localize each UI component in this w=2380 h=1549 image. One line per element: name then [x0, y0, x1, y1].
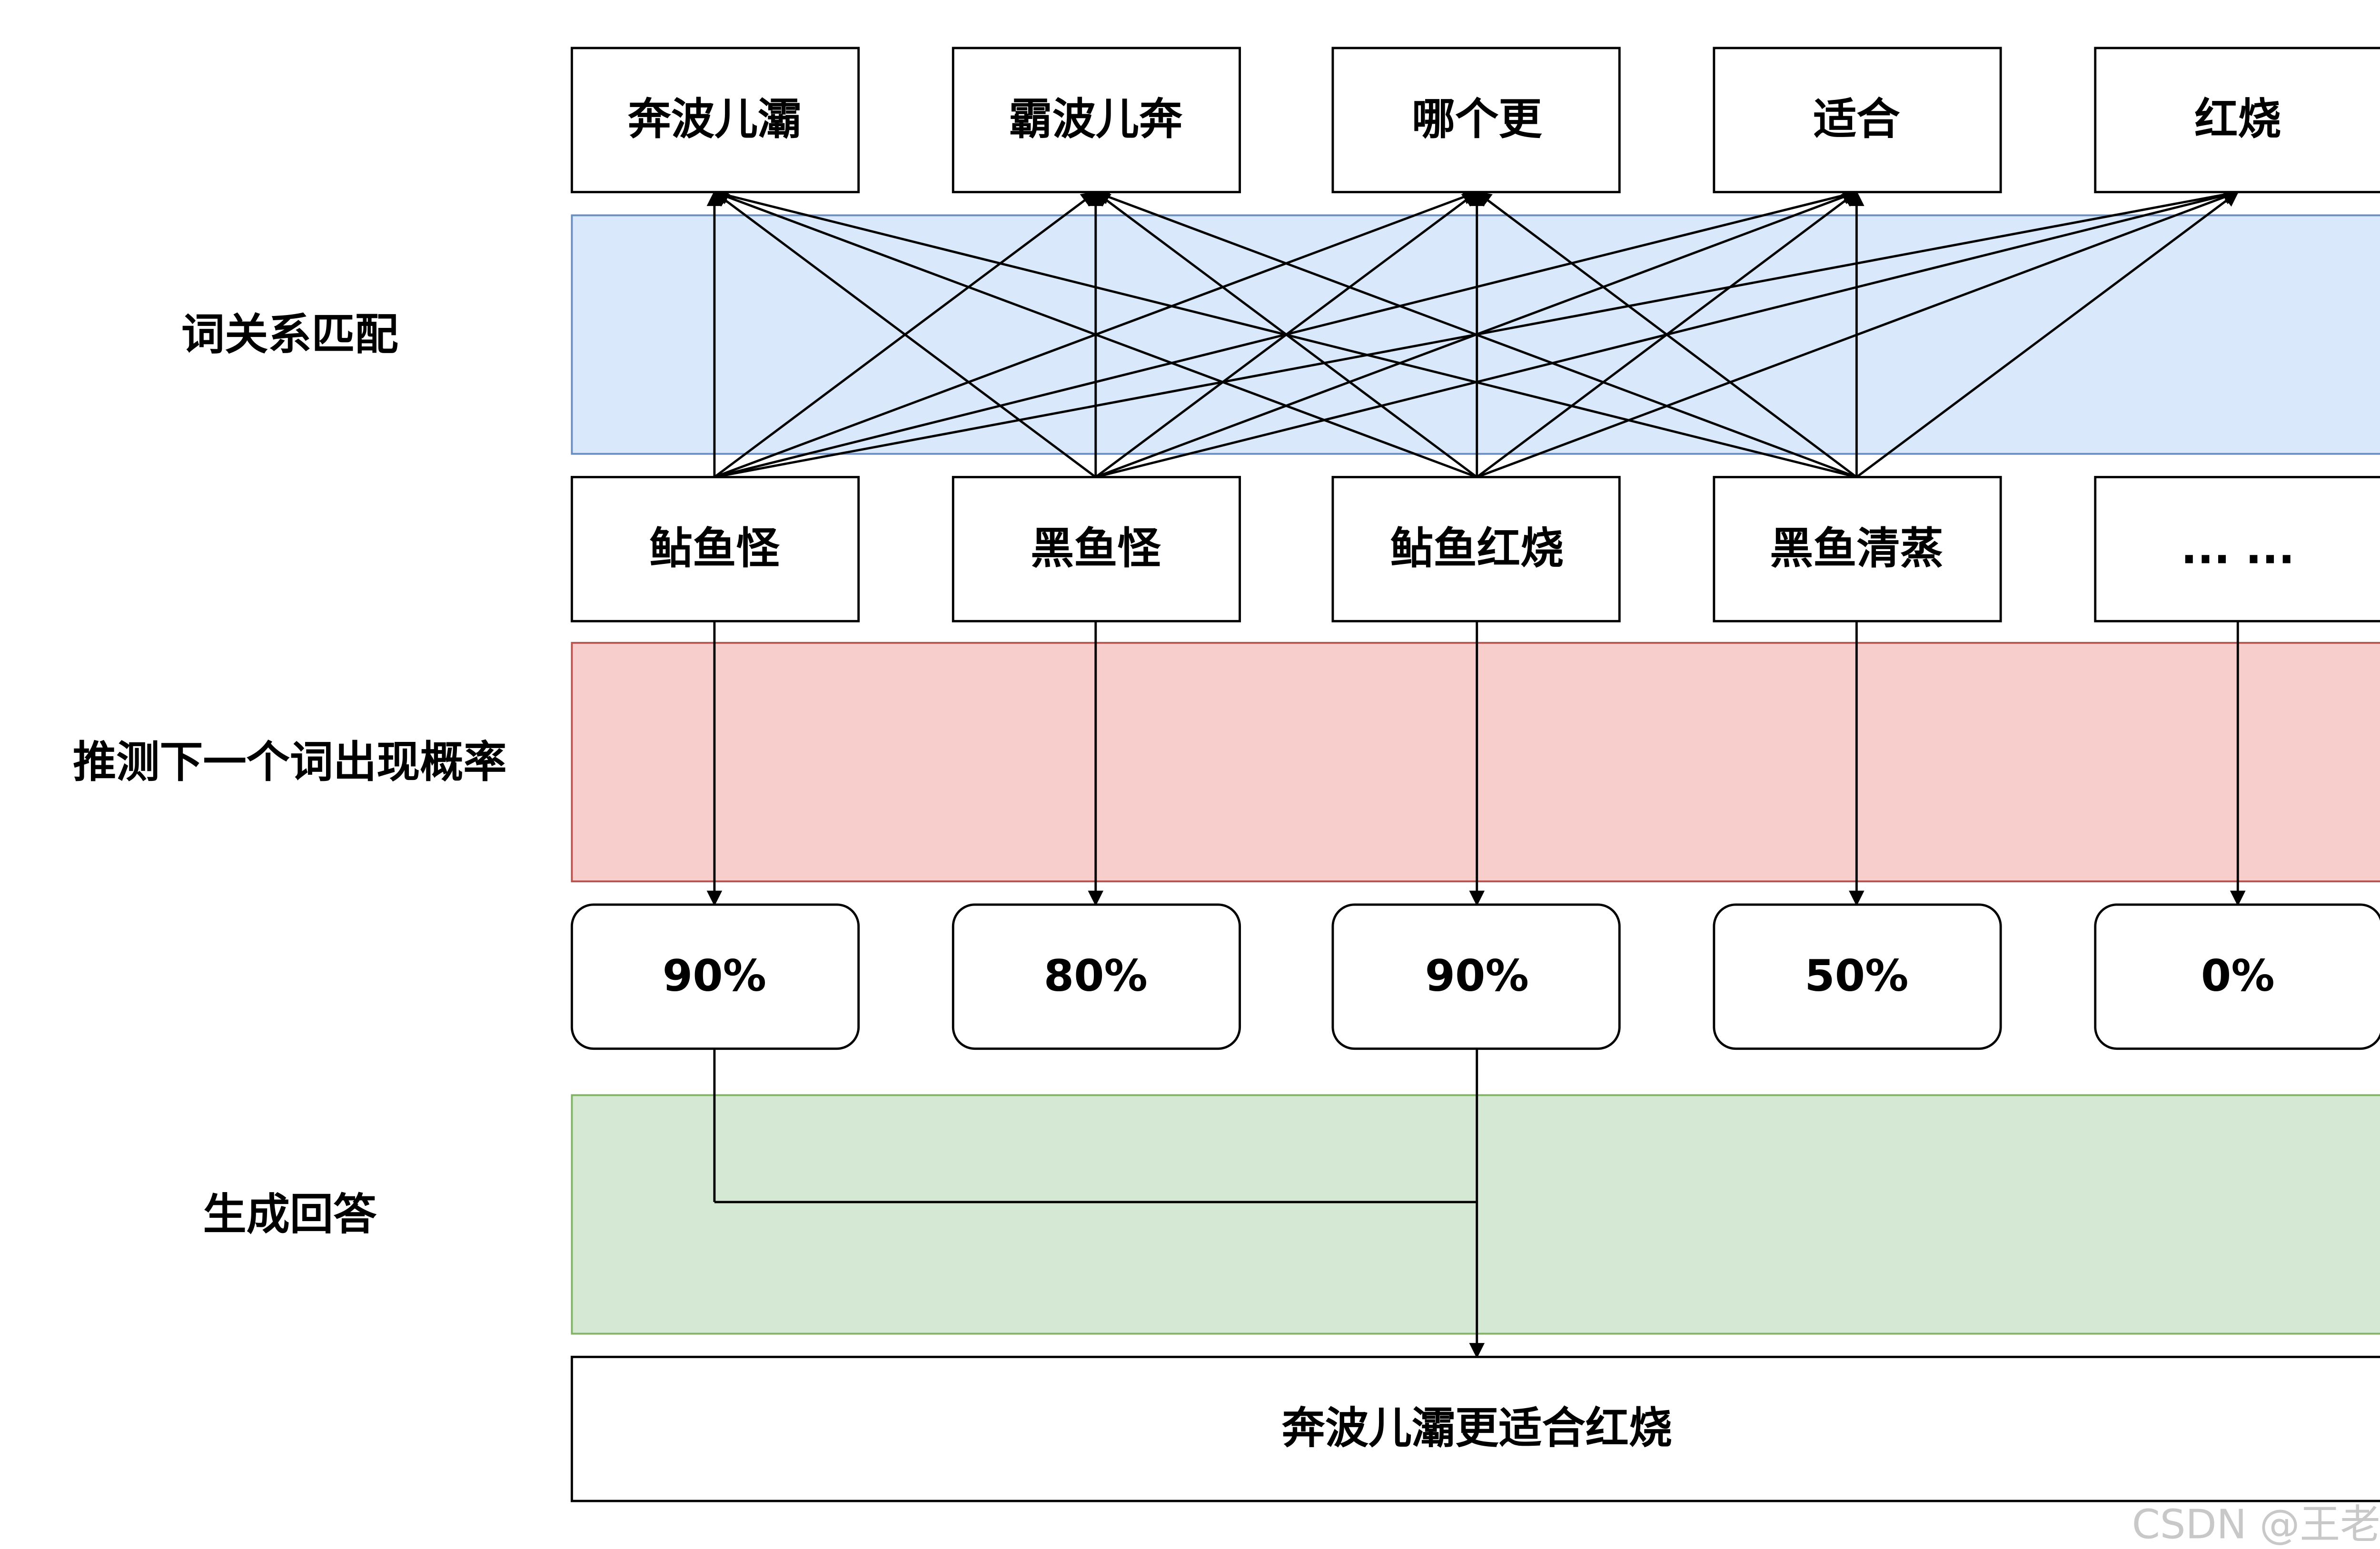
- query-word-label: 霸波儿奔: [1009, 94, 1183, 145]
- query-word-node: 哪个更: [1331, 47, 1621, 194]
- query-word-node: 适合: [1713, 47, 2002, 194]
- match-connector-line: [1094, 189, 1857, 478]
- band-label-generate-answer: 生成回答: [203, 1189, 377, 1240]
- probability-node: 50%: [1713, 903, 2002, 1050]
- query-word-label: 奔波儿灞: [628, 94, 802, 145]
- candidate-node: 鲇鱼怪: [570, 476, 860, 622]
- query-word-label: 适合: [1813, 94, 1900, 145]
- probability-label: 90%: [1425, 951, 1529, 1001]
- probability-node: 0%: [2094, 903, 2380, 1050]
- candidate-label: 鲇鱼红烧: [1390, 523, 1564, 573]
- probability-node: 90%: [1331, 903, 1621, 1050]
- probability-label: 90%: [663, 951, 766, 1001]
- query-word-node: 红烧: [2094, 47, 2380, 194]
- match-connector-line: [1476, 191, 1857, 478]
- probability-label: 0%: [2201, 951, 2275, 1001]
- candidate-node: 鲇鱼红烧: [1331, 476, 1621, 622]
- watermark: CSDN @王老桔: [2132, 1500, 2380, 1548]
- candidate-label: 黑鱼怪: [1031, 523, 1161, 573]
- probability-label: 50%: [1805, 951, 1908, 1001]
- match-connector-line: [713, 187, 1857, 478]
- connector-lines: [706, 187, 2246, 1359]
- match-connector-line: [713, 191, 1097, 478]
- band-label-next-word-probability: 推测下一个词出现概率: [73, 737, 507, 787]
- candidate-label: 黑鱼清蒸: [1770, 523, 1944, 573]
- answer-label: 奔波儿灞更适合红烧: [1282, 1403, 1672, 1453]
- band-label-word-matching: 词关系匹配: [181, 309, 398, 360]
- query-word-node: 奔波儿灞: [570, 47, 860, 194]
- candidate-node: 黑鱼怪: [952, 476, 1241, 622]
- probability-label: 80%: [1044, 951, 1148, 1001]
- query-word-label: 红烧: [2194, 94, 2281, 145]
- match-connector-line: [1855, 191, 2239, 478]
- probability-node: 80%: [952, 903, 1241, 1050]
- answer-node: 奔波儿灞更适合红烧: [570, 1355, 2380, 1502]
- candidate-node: ... ...: [2094, 476, 2380, 622]
- query-word-label: 哪个更: [1412, 94, 1542, 145]
- candidate-label: 鲇鱼怪: [649, 523, 780, 573]
- match-connector-line: [713, 189, 1478, 478]
- candidate-node: 黑鱼清蒸: [1713, 476, 2002, 622]
- query-word-node: 霸波儿奔: [952, 47, 1241, 194]
- probability-node: 90%: [570, 903, 860, 1050]
- candidate-label: ... ...: [2181, 523, 2295, 573]
